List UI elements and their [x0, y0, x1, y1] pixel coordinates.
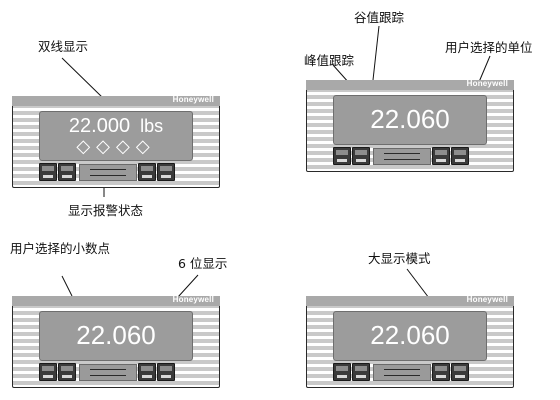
keypad-button-1[interactable] — [39, 163, 57, 181]
keypad-button-4[interactable] — [451, 147, 469, 165]
lcd-screen: 22.060 — [333, 95, 487, 145]
keypad-button-4[interactable] — [451, 363, 469, 381]
keypad-button-1[interactable] — [39, 363, 57, 381]
brand-strip: Honeywell — [12, 295, 220, 306]
keypad-button-4[interactable] — [157, 363, 175, 381]
lcd-screen: 22.000 lbs ◇◇◇◇ — [39, 111, 193, 161]
keypad-button-1[interactable] — [333, 147, 351, 165]
brand-logo: Honeywell — [172, 95, 214, 104]
display-panel-peak-valley: Honeywell 22.060 — [306, 79, 514, 172]
keypad-button-3[interactable] — [432, 363, 450, 381]
keypad — [333, 363, 485, 381]
callout-alarm-status: 显示报警状态 — [68, 203, 144, 218]
setup-arrow-label — [373, 364, 431, 381]
callout-user-unit: 用户选择的单位 — [445, 40, 533, 55]
keypad-button-3[interactable] — [138, 363, 156, 381]
keypad-button-2[interactable] — [352, 363, 370, 381]
callout-large-display-mode: 大显示模式 — [368, 251, 431, 266]
display-value: 22.060 — [370, 104, 450, 134]
keypad-button-1[interactable] — [333, 363, 351, 381]
display-panel-dual-line: Honeywell 22.000 lbs ◇◇◇◇ — [12, 95, 220, 188]
brand-logo: Honeywell — [466, 295, 508, 304]
brand-strip: Honeywell — [12, 95, 220, 106]
display-panel-decimal: Honeywell 22.060 — [12, 295, 220, 388]
display-readout: 22.000 lbs — [40, 114, 192, 138]
callout-dual-line-display: 双线显示 — [38, 39, 89, 54]
keypad-button-2[interactable] — [58, 163, 76, 181]
keypad-button-3[interactable] — [138, 163, 156, 181]
brand-strip: Honeywell — [306, 79, 514, 90]
leader-digits — [177, 274, 199, 298]
display-value: 22.000 — [68, 115, 131, 137]
callout-valley-tracking: 谷值跟踪 — [354, 10, 405, 25]
display-units: lbs — [140, 116, 164, 136]
callout-user-decimal-point: 用户选择的小数点 — [10, 241, 111, 256]
keypad — [39, 163, 191, 181]
display-value: 22.060 — [370, 320, 450, 350]
display-value: 22.060 — [76, 320, 156, 350]
keypad-button-2[interactable] — [352, 147, 370, 165]
leader-valley — [372, 25, 380, 81]
brand-logo: Honeywell — [466, 79, 508, 88]
keypad — [333, 147, 485, 165]
leader-dual-line — [61, 57, 104, 99]
brand-strip: Honeywell — [306, 295, 514, 306]
lcd-screen: 22.060 — [39, 311, 193, 361]
setup-arrow-label — [373, 148, 431, 165]
setup-arrow-label — [79, 164, 137, 181]
leader-decimal — [61, 275, 73, 297]
setup-arrow-label — [79, 364, 137, 381]
brand-logo: Honeywell — [172, 295, 214, 304]
keypad-button-3[interactable] — [432, 147, 450, 165]
leader-unit — [478, 55, 491, 83]
keypad-button-2[interactable] — [58, 363, 76, 381]
lcd-screen: 22.060 — [333, 311, 487, 361]
display-panel-large-mode: Honeywell 22.060 — [306, 295, 514, 388]
callout-peak-tracking: 峰值跟踪 — [304, 53, 355, 68]
callout-six-digit-display: 6 位显示 — [178, 256, 228, 271]
keypad-button-4[interactable] — [157, 163, 175, 181]
alarm-indicators: ◇◇◇◇ — [76, 136, 156, 157]
keypad — [39, 363, 191, 381]
